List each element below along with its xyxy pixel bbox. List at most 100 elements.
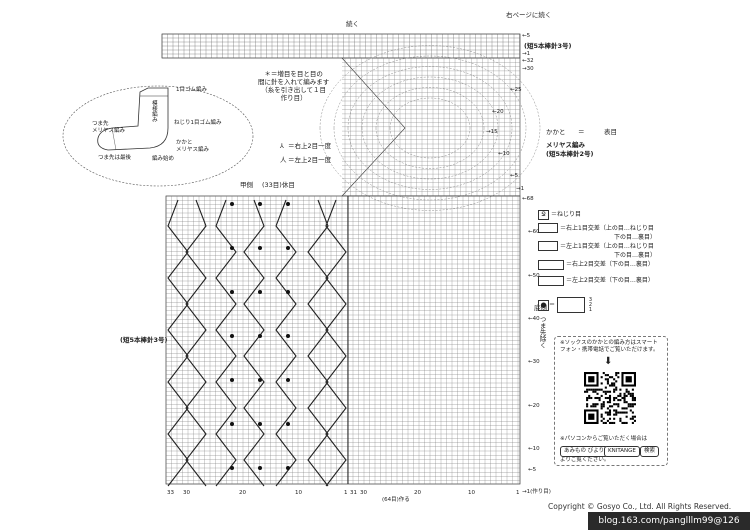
top-row-1: →1 [522, 51, 531, 57]
col-20-left: 20 [239, 490, 246, 496]
col-30-left: 30 [183, 490, 190, 496]
col-33: 33 [167, 490, 174, 496]
left-cross-icon [538, 241, 558, 251]
col-10-left: 10 [295, 490, 302, 496]
col-31: 31 [350, 490, 357, 496]
search-term-button-2[interactable]: KNITANGE [604, 446, 640, 457]
col-1-right: 1 [516, 490, 520, 496]
sock-rib-label: 1目ゴム編み [176, 87, 207, 93]
rest-label: (33目)休目 [262, 181, 295, 189]
main-row-60: ←60 [528, 229, 540, 235]
heel-row-1: →1 [516, 186, 525, 192]
increase-note-4: 作り目） [280, 94, 307, 103]
heel-row-5: ←5 [510, 173, 519, 179]
decrease-right-symbol: ⅄ [280, 142, 284, 150]
bobble-icon: ● [538, 299, 549, 311]
legend-bobble-label: ＝ [549, 301, 556, 309]
bobble-marks [230, 202, 290, 470]
col-1-left: 1 [344, 490, 348, 496]
sole-label: 底側 [534, 304, 547, 312]
bobble-row-1: 1 [588, 306, 593, 313]
heel-row-25: ←25 [510, 87, 522, 93]
instep-label: 甲側 [240, 181, 253, 189]
bobble-detail-icon [556, 297, 585, 313]
col-20-right: 20 [414, 490, 421, 496]
qr-code[interactable] [584, 372, 636, 424]
bobble-rows: 3 2 1 [588, 296, 593, 313]
stockinette-needle-label: (短5本棒針2号) [546, 150, 594, 158]
increase-note-2: 間に針を入れて編みます [258, 78, 330, 87]
increase-note-3: （糸を引き出して１目 [261, 86, 327, 95]
legend-right-2cross-label: ＝右上2目交差（下の目…裏目） [566, 261, 654, 268]
qr-tail-text: よりご覧ください。 [560, 457, 610, 463]
heel-row-32: ←32 [522, 58, 534, 64]
cast-on-label: (64目)作る [382, 497, 410, 503]
heel-symbol-note: ＝ [578, 128, 585, 136]
twist-stitch-icon: Ջ [538, 209, 549, 220]
legend-right-cross: ＝右上1目交差（上の目…ねじり目 下の目…裏目） [538, 223, 656, 241]
heel-symbol-note-2: 表目 [604, 128, 617, 136]
copyright-text: Copyright © Gosyo Co., Ltd. All Rights R… [548, 502, 732, 511]
right-2cross-icon [538, 259, 564, 270]
main-row-10: ←10 [528, 446, 540, 452]
main-row-30: ←30 [528, 359, 540, 365]
search-button[interactable]: 検索 [640, 446, 660, 457]
bobble-row-3: 3 [588, 296, 593, 303]
main-chart-grid [165, 195, 521, 485]
increase-note-1: ＊＝増目を目と目の [264, 70, 323, 78]
continued-label: 続く [346, 20, 359, 28]
heel-row-20: ←20 [492, 109, 504, 115]
legend-right-2cross: ＝右上2目交差（下の目…裏目） [538, 259, 654, 270]
legend-right-cross-label: ＝右上1目交差（上の目…ねじり目 下の目…裏目） [560, 225, 657, 241]
legend-twist: Ջ＝ねじり目 [538, 209, 581, 220]
continue-right-label: 右ページに続く [506, 11, 552, 19]
down-arrow-icon: ⬇ [604, 356, 613, 367]
legend-bobble: ●＝ 3 2 1 [538, 297, 592, 313]
legend-left-cross: ＝左上1目交差（上の目…ねじり目 下の目…裏目） [538, 241, 656, 259]
legend-left-2cross: ＝左上2目交差（下の目…裏目） [538, 275, 654, 286]
col-30-right: 30 [360, 490, 367, 496]
left-2cross-icon [538, 275, 564, 286]
stockinette-label: メリヤス編み [546, 141, 585, 149]
legend-left-2cross-label: ＝左上2目交差（下の目…裏目） [566, 277, 654, 284]
main-row-40: ←40 [528, 316, 540, 322]
heel-row-15: →15 [486, 129, 498, 135]
cable-zigzags [167, 199, 347, 487]
heel-label: かかと [546, 128, 566, 136]
sock-toe-end-label: つま先は最後 [98, 155, 132, 161]
qr-bottom-text: ※パソコンからご覧いただく場合は [560, 436, 648, 442]
search-term-button-1[interactable]: あみもの びより [560, 446, 609, 457]
qr-top-text: ※ソックスのかかとの編み方はスマート フォン・携帯電話でご覧いただけます。 [560, 340, 659, 353]
col-10-right: 10 [468, 490, 475, 496]
main-needle-label: (短5本棒針3号) [120, 336, 168, 344]
increase-note: ＊＝増目を目と目の 間に針を入れて編みます （糸を引き出して１目 作り目） [258, 70, 329, 103]
heel-row-10: ←10 [498, 151, 510, 157]
main-row-68: ←68 [522, 196, 534, 202]
main-row-5: ←5 [528, 467, 537, 473]
top-row-5: ←5 [522, 33, 531, 39]
legend-twist-label: ＝ねじり目 [551, 211, 582, 218]
decrease-left-symbol: 人 [280, 156, 287, 164]
sock-heel-label: かかと メリヤス編み [176, 140, 210, 153]
sock-pattern-label: 模様編み [150, 100, 157, 122]
top-strip-grid [161, 33, 521, 59]
toe-excluded-label: つま先除く [538, 316, 547, 349]
heel-grid [341, 57, 521, 197]
sock-start-label: 編み始め [152, 156, 175, 162]
legend-left-cross-label: ＝左上1目交差（上の目…ねじり目 下の目…裏目） [560, 243, 657, 259]
watermark-text: blog.163.com/panglllm99@126 [588, 512, 750, 530]
bobble-row-2: 2 [588, 301, 593, 308]
right-cross-icon [538, 223, 558, 233]
main-row-20: ←20 [528, 403, 540, 409]
sock-twisted-rib-label: ねじり1目ゴム編み [174, 120, 222, 126]
decrease-left-label: ＝左上2目一度 [288, 156, 332, 164]
qr-panel [554, 336, 668, 466]
top-needle-label: (短5本棒針3号) [524, 42, 572, 50]
main-row-1: →1(作り目) [522, 489, 551, 495]
sock-illustration [62, 85, 254, 187]
sock-toe-label: つま先 メリヤス編み [92, 121, 126, 134]
heel-row-30: →30 [522, 66, 534, 72]
main-row-50: ←50 [528, 273, 540, 279]
decrease-right-label: ＝右上2目一度 [288, 142, 332, 150]
